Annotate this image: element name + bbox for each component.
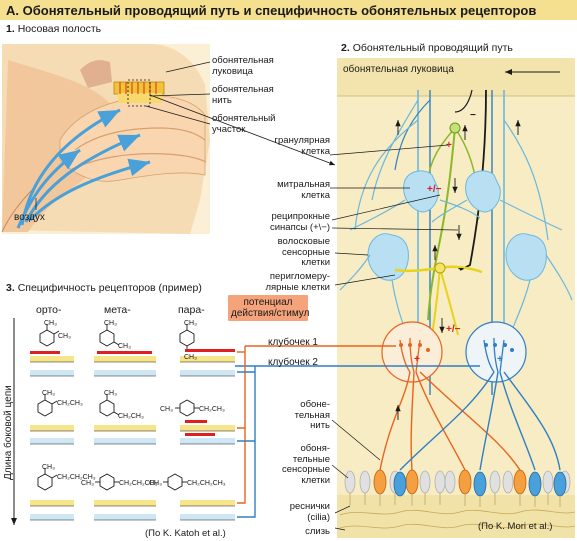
receptor-specificity-drawing (11, 295, 308, 525)
panel2-title: Обонятельный проводящий путь (352, 42, 513, 54)
formula-ortho-3b: CH₂CH₂CH₃ (57, 474, 96, 481)
panel2-heading: 2. Обонятельный проводящий путь (341, 43, 513, 54)
source-mori: (По K. Mori et al.) (478, 521, 553, 532)
column-para: пара- (178, 304, 205, 316)
panel3-title: Специфичность рецепторов (пример) (17, 282, 202, 294)
title-bar: А. Обонятельный проводящий путь и специф… (0, 0, 577, 20)
svg-text:+: + (414, 354, 420, 365)
formula-para-1a: CH₃ (184, 320, 197, 327)
svg-text:−: − (458, 264, 464, 275)
svg-text:+/−: +/− (446, 324, 461, 335)
formula-para-2a: CH₃ (160, 406, 173, 413)
column-ortho: орто- (36, 304, 62, 316)
sensory-cells (344, 469, 571, 507)
formula-meta-1b: CH₃ (118, 343, 131, 350)
label-mucus: слизь (305, 526, 330, 537)
formula-ortho-2a: CH₃ (42, 390, 55, 397)
formula-ortho-2b: CH₂CH₃ (57, 400, 83, 407)
formula-meta-3a: CH₃ (81, 480, 94, 487)
panel3-number: 3. (6, 282, 15, 294)
formula-para-3a: CH₃ (149, 480, 162, 487)
formula-meta-2b: CH₂CH₃ (118, 413, 144, 420)
formula-ortho-3a: CH₃ (42, 464, 55, 471)
formula-para-3b: CH₂CH₂CH₃ (187, 480, 226, 487)
label-glomerulus-2: клубочек 2 (268, 357, 318, 368)
panel1-heading: 1. Носовая полость (6, 24, 101, 35)
label-bulb-region: обонятельная луковица (343, 64, 454, 75)
svg-text:−: − (470, 110, 476, 121)
panel2-number: 2. (341, 42, 350, 54)
label-glomerulus-1: клубочек 1 (268, 337, 318, 348)
svg-text:+: + (446, 140, 452, 151)
column-meta: мета- (104, 304, 131, 316)
label-air: воздух (14, 212, 45, 223)
source-katoh: (По K. Katoh et al.) (145, 528, 226, 539)
formula-ortho-1b: CH₃ (58, 333, 71, 340)
svg-text:+: + (497, 354, 503, 365)
response-traces (30, 349, 235, 521)
formula-para-2b: CH₂CH₃ (199, 406, 225, 413)
olfactory-pathway-drawing: + − +/− − +/− + + (235, 58, 576, 538)
panel1-title: Носовая полость (17, 23, 102, 35)
panel1-number: 1. (6, 23, 15, 35)
svg-text:+/−: +/− (427, 184, 442, 195)
panel3-heading: 3. Специфичность рецепторов (пример) (6, 283, 202, 294)
axis-label-chain-length: Длина боковой цепи (3, 385, 14, 480)
label-periglomerular-cells: перигломеру-лярные клетки (265, 271, 330, 293)
page-title: А. Обонятельный проводящий путь и специф… (6, 3, 537, 18)
nasal-cavity-drawing (1, 44, 336, 234)
formula-meta-2a: CH₃ (104, 390, 117, 397)
formula-para-1b: CH₃ (184, 354, 197, 361)
formula-meta-3b: CH₂CH₂CH₃ (119, 480, 158, 487)
label-cilia: реснички(cilia) (289, 501, 330, 523)
formula-ortho-1a: CH₃ (44, 320, 57, 327)
formula-meta-1a: CH₃ (104, 320, 117, 327)
